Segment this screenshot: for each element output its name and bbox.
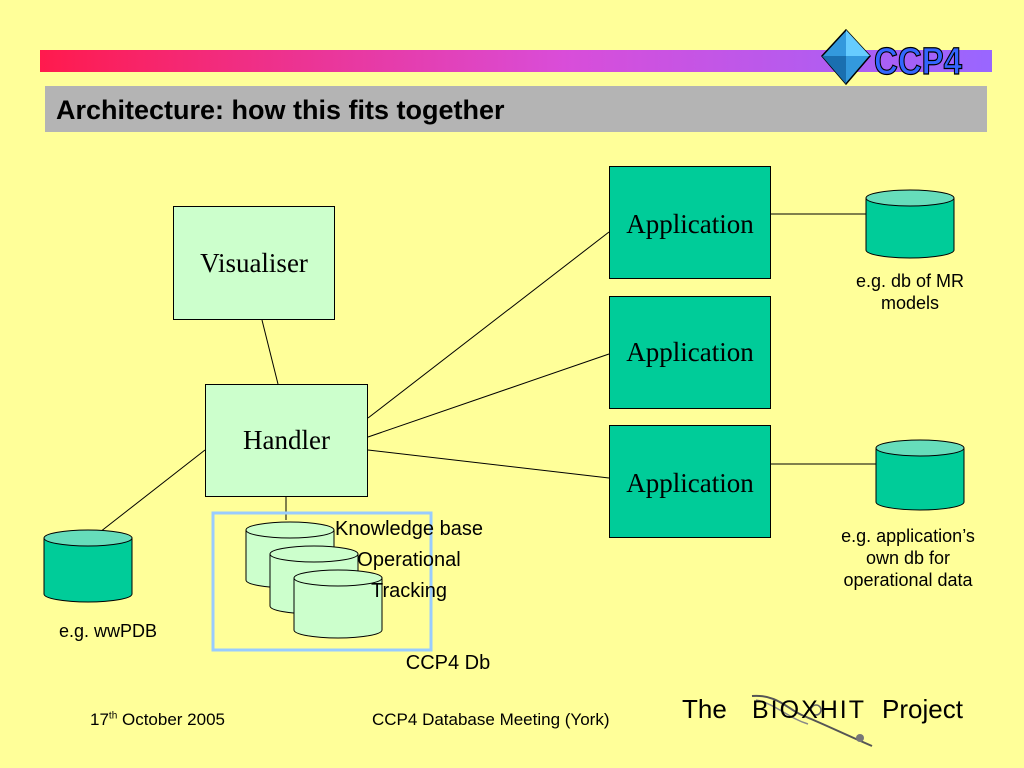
ccp4-logo-text: CCP4 [874,41,962,83]
line-handler-wwpdb [99,449,206,533]
ccp4db-item-tracking: Tracking [371,580,447,602]
footer-date-day: 17 [90,710,109,729]
ccp4db-group-frame [211,511,433,652]
db-mr-caption: e.g. db of MR models [820,270,1000,314]
db-app-caption-line1: e.g. application’s [841,526,975,546]
footer-date-rest: October 2005 [117,710,226,729]
db-app-caption: e.g. application’s own db for operationa… [808,525,1008,591]
application-label-2: Application [626,337,754,367]
db-app-caption-line2: own db for [865,548,951,568]
visualiser-box: Visualiser [173,206,335,320]
handler-box: Handler [205,384,368,497]
footer-date-suffix: th [108,710,118,722]
line-handler-app2 [367,353,610,438]
line-handler-app1 [367,231,610,419]
application-label-1: Application [626,209,754,239]
application-box-2: Application [609,296,771,409]
db-app-caption-line3: operational data [843,570,973,590]
visualiser-label: Visualiser [200,247,308,278]
application-box-1: Application [609,166,771,279]
header-gradient-stripe [40,50,992,72]
footer-date: 17th October 2005 [90,710,225,730]
footer-meeting: CCP4 Database Meeting (York) [372,710,610,729]
ccp4db-caption: CCP4 Db [405,652,491,674]
db-tracking-icon [293,569,383,639]
ccp4db-items: Knowledge base Operational Tracking [304,514,514,607]
db-wwpdb-icon [43,529,133,603]
application-label-3: Application [626,468,754,498]
project-the-text: The [682,694,727,724]
db-app-operational-icon [875,439,965,511]
db-mr-models-icon [865,189,955,259]
title-bar [45,86,987,132]
project-bioxhit-text: BIOXHIT [752,696,867,724]
db-mr-caption-line2: models [880,293,940,313]
wwpdb-caption: e.g. wwPDB [58,621,158,641]
ccp4db-item-operational: Operational [357,549,461,571]
ccp4db-item-knowledge-base: Knowledge base [335,518,483,540]
application-box-3: Application [609,425,771,538]
line-handler-app3 [367,449,610,479]
bioxhit-project-logo: The BIOXHIT Project [682,690,992,750]
line-visualiser-handler [261,319,279,385]
handler-label: Handler [243,425,330,455]
slide-title: Architecture: how this fits together [56,95,505,125]
ccp4-logo: CCP4 [820,28,963,86]
bioxhit-swoosh-icon [751,694,873,747]
db-mr-caption-line1: e.g. db of MR [855,271,965,291]
project-word-text: Project [882,694,963,724]
